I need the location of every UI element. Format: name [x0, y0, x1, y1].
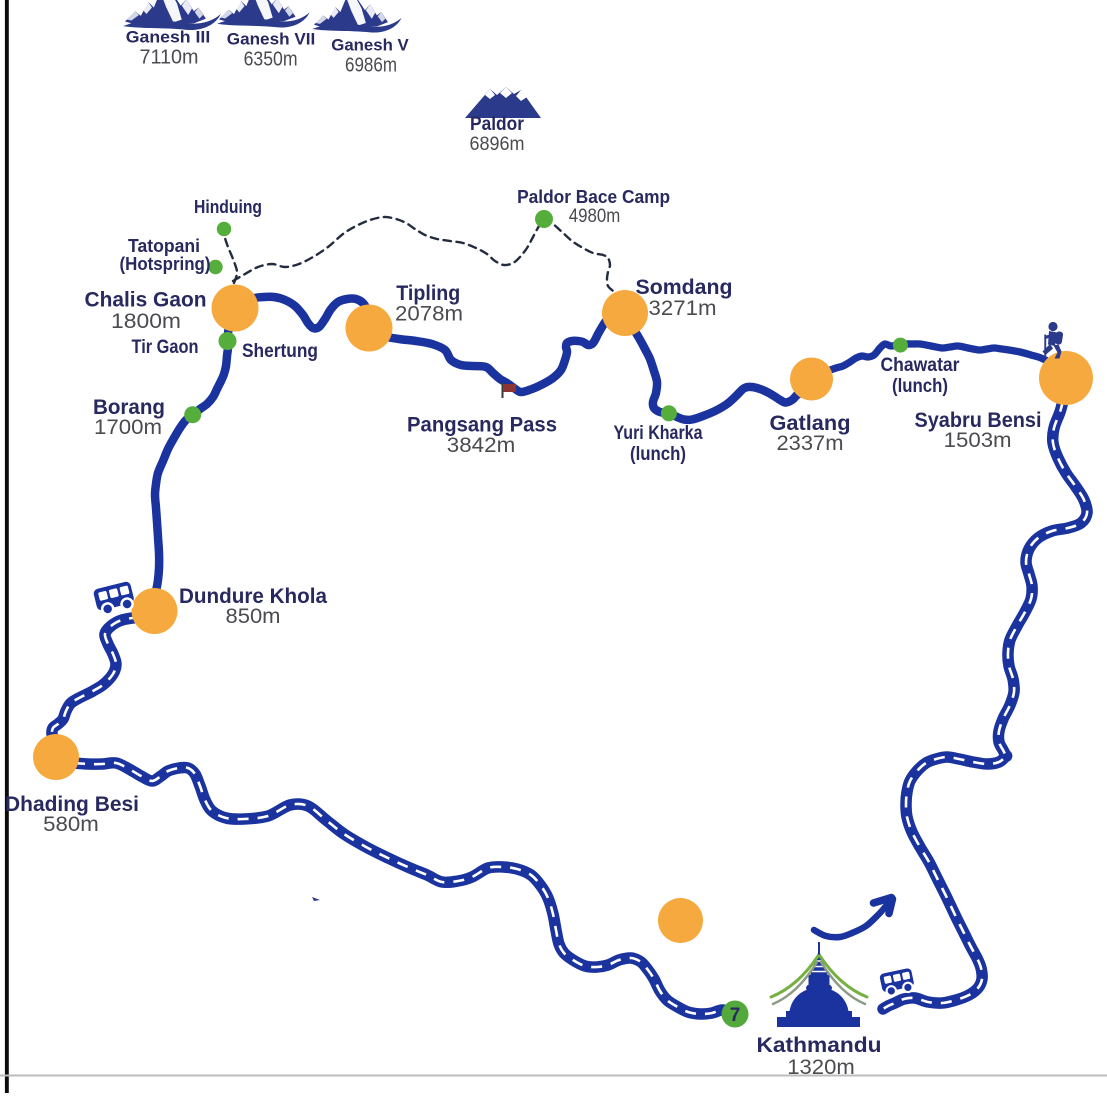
svg-text:Ganesh VII: Ganesh VII [227, 31, 316, 49]
svg-text:6896m: 6896m [470, 134, 525, 155]
svg-text:Dundure Khola: Dundure Khola [179, 584, 328, 608]
svg-text:4980m: 4980m [569, 206, 621, 227]
svg-text:(lunch): (lunch) [630, 444, 686, 465]
svg-text:Gatlang: Gatlang [770, 411, 851, 435]
svg-text:Paldor: Paldor [470, 114, 525, 135]
svg-text:Pangsang Pass: Pangsang Pass [407, 413, 557, 437]
svg-text:2078m: 2078m [395, 301, 463, 325]
svg-text:1503m: 1503m [944, 428, 1012, 452]
svg-text:Somdang: Somdang [636, 275, 733, 299]
svg-text:Kathmandu: Kathmandu [757, 1033, 882, 1057]
svg-text:1320m: 1320m [787, 1055, 855, 1079]
svg-text:Yuri Kharka: Yuri Kharka [614, 423, 703, 444]
svg-text:6986m: 6986m [345, 55, 397, 77]
svg-text:(lunch): (lunch) [892, 376, 948, 397]
svg-text:7110m: 7110m [140, 47, 199, 69]
svg-text:3271m: 3271m [649, 296, 717, 320]
svg-text:Hinduing: Hinduing [194, 196, 262, 217]
svg-text:Ganesh V: Ganesh V [331, 37, 409, 55]
svg-text:580m: 580m [43, 812, 99, 836]
svg-text:Dhading Besi: Dhading Besi [5, 792, 139, 816]
svg-text:Ganesh III: Ganesh III [126, 28, 211, 46]
svg-text:1700m: 1700m [94, 415, 162, 439]
svg-text:Syabru Bensi: Syabru Bensi [915, 408, 1042, 432]
svg-text:850m: 850m [226, 604, 281, 628]
svg-text:6350m: 6350m [244, 49, 298, 71]
svg-text:7: 7 [730, 1005, 741, 1026]
svg-text:Shertung: Shertung [242, 341, 318, 362]
svg-text:Chalis Gaon: Chalis Gaon [85, 288, 207, 312]
svg-text:2337m: 2337m [777, 431, 844, 455]
svg-text:(Hotspring): (Hotspring) [120, 253, 211, 274]
svg-text:1800m: 1800m [111, 309, 181, 333]
svg-text:Borang: Borang [93, 395, 165, 419]
svg-text:Tir Gaon: Tir Gaon [132, 337, 199, 358]
svg-text:Tatopani: Tatopani [128, 235, 200, 256]
svg-text:3842m: 3842m [447, 433, 516, 457]
svg-text:Chawatar: Chawatar [881, 355, 961, 376]
svg-text:Paldor Bace Camp: Paldor Bace Camp [517, 186, 670, 207]
svg-text:Tipling: Tipling [396, 281, 460, 305]
